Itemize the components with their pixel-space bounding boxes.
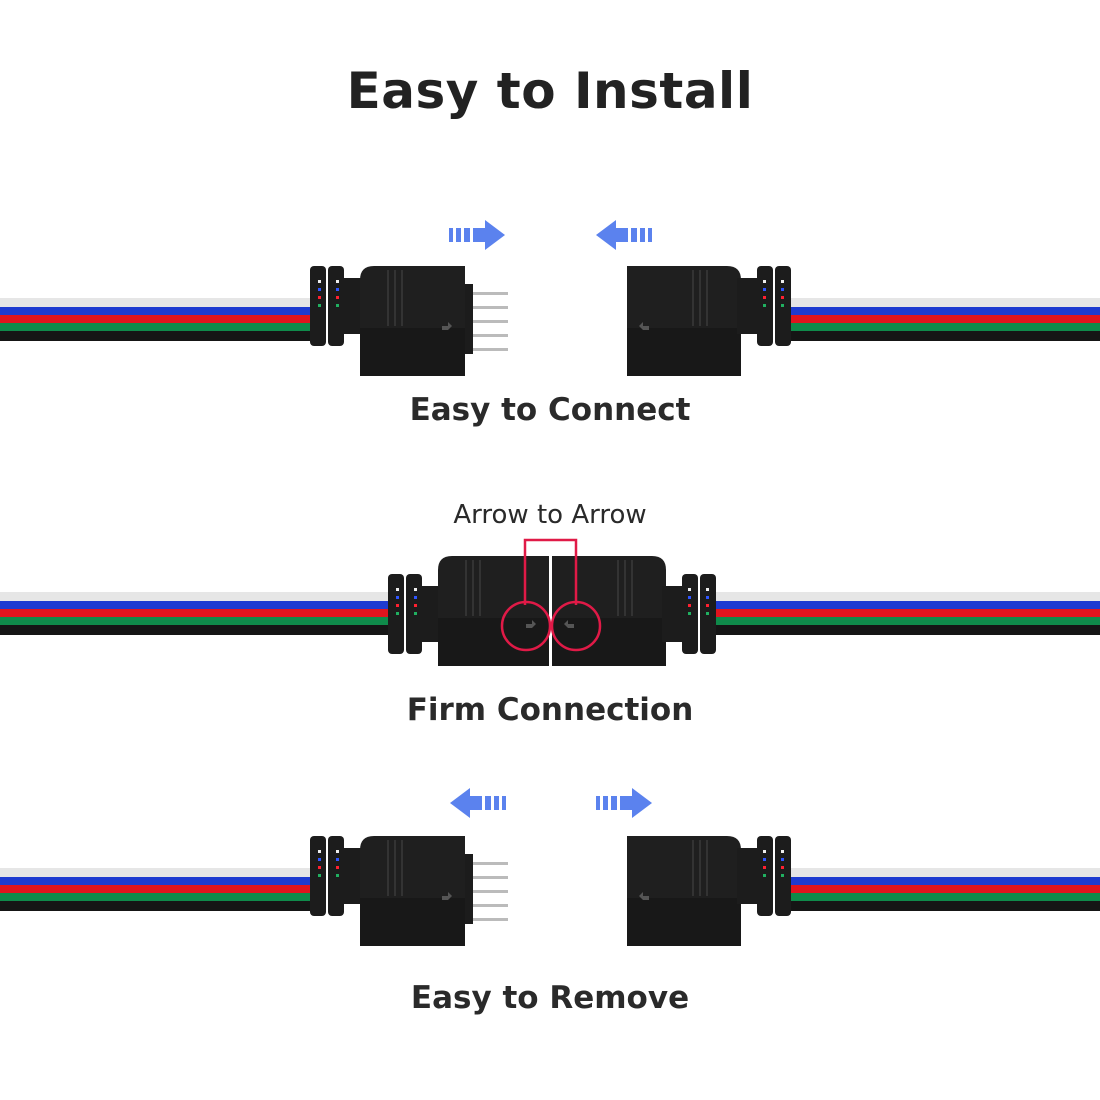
wire-bundle-left — [0, 592, 390, 635]
female-housing — [552, 556, 716, 666]
firm-scene — [0, 538, 1100, 666]
callout-circle-right — [550, 600, 602, 652]
female-connector — [626, 265, 792, 377]
wire-bundle-left — [0, 868, 320, 911]
label-firm-connection: Firm Connection — [406, 692, 694, 728]
arrow-left-icon — [596, 220, 652, 250]
callout-lines — [500, 538, 602, 652]
male-connector — [309, 265, 509, 377]
remove-scene — [0, 788, 1100, 947]
arrow-left-icon — [450, 788, 506, 818]
wire-bundle-right — [710, 592, 1100, 635]
callout-label: Arrow to Arrow — [453, 500, 647, 530]
arrow-right-icon — [449, 220, 505, 250]
male-housing — [388, 556, 549, 666]
connect-scene — [0, 220, 1100, 377]
wire-bundle-left — [0, 298, 320, 341]
wire-bundle-right — [780, 298, 1100, 341]
female-connector — [626, 835, 792, 947]
label-easy-to-connect: Easy to Connect — [409, 392, 691, 428]
label-easy-to-remove: Easy to Remove — [410, 980, 690, 1016]
callout-circle-left — [500, 600, 552, 652]
page-title: Easy to Install — [346, 62, 754, 120]
arrow-right-icon — [596, 788, 652, 818]
wire-bundle-right — [780, 868, 1100, 911]
male-connector — [309, 835, 509, 947]
